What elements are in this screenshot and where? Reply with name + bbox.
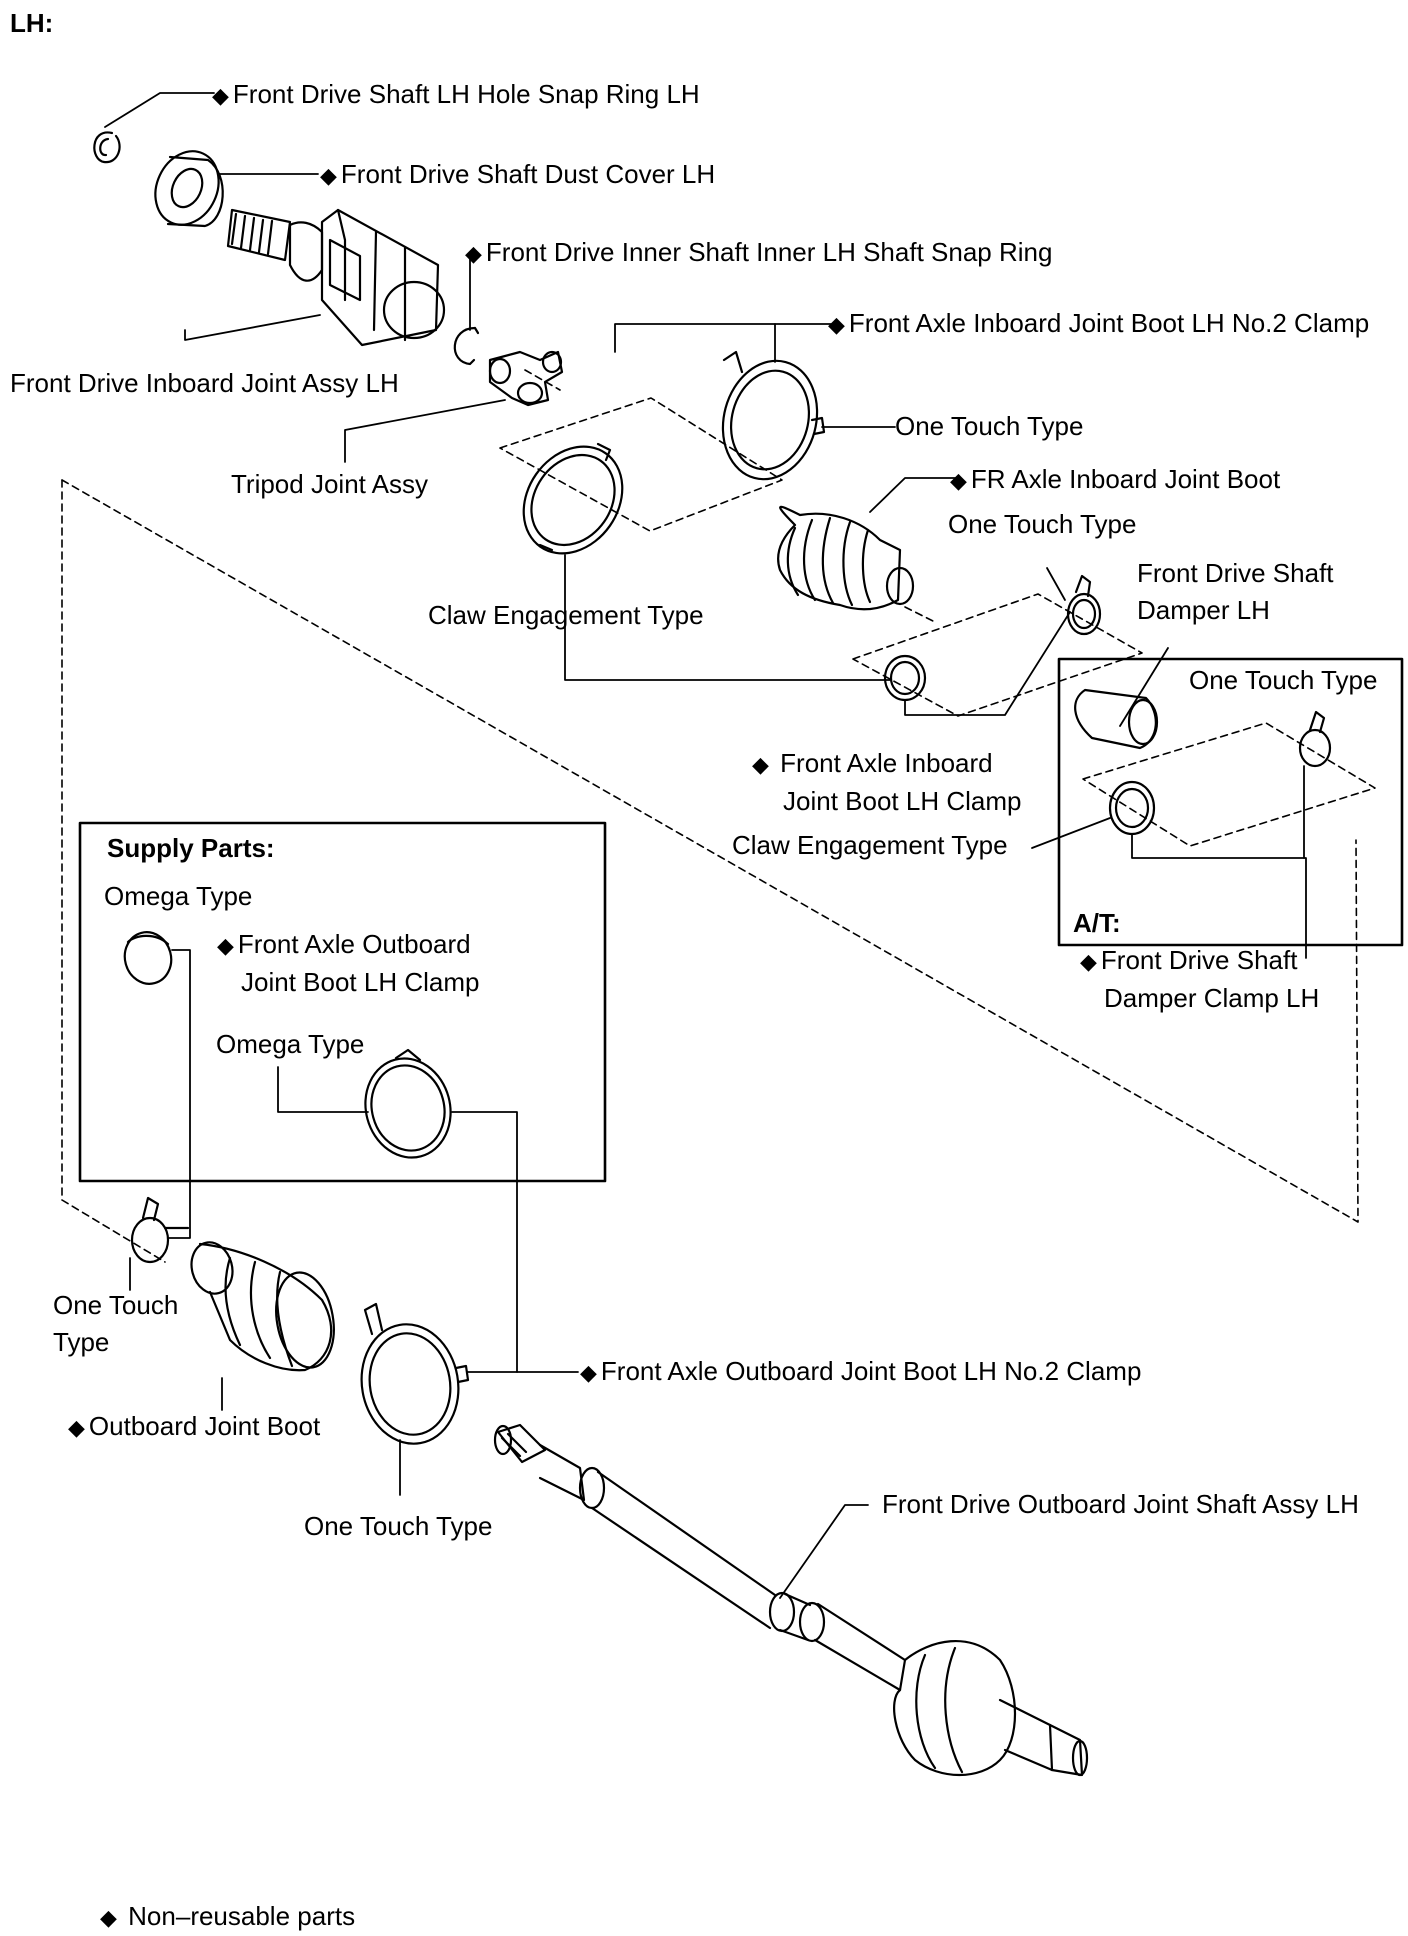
non-reusable-legend-icon: ◆ <box>100 1905 117 1930</box>
outboard-shaft-assy-part <box>493 1423 1089 1777</box>
leader-lines <box>104 92 1307 1599</box>
outboard-joint-boot-part <box>190 1241 335 1372</box>
at-box-title: A/T: <box>1073 908 1121 938</box>
tripod-joint-part <box>488 350 564 407</box>
dashed-guide-lines <box>61 369 1376 1263</box>
inner-snap-ring-part <box>453 326 480 366</box>
label-hole-snap-ring-text: Front Drive Shaft LH Hole Snap Ring LH <box>232 79 700 109</box>
label-inboard-clamp-line1-text: Front Axle Inboard <box>780 748 993 778</box>
label-claw-engagement-1: Claw Engagement Type <box>428 600 704 630</box>
label-one-touch-4-line1: One Touch <box>53 1290 179 1320</box>
label-claw-engagement-2: Claw Engagement Type <box>732 830 1008 860</box>
legend-text: Non–reusable parts <box>128 1901 356 1931</box>
label-inboard-no2-clamp: ◆Front Axle Inboard Joint Boot LH No.2 C… <box>828 305 1369 343</box>
label-inner-shaft-snap-ring-text: Front Drive Inner Shaft Inner LH Shaft S… <box>485 237 1053 267</box>
outboard-no2-one-touch-clamp-part <box>360 1302 470 1445</box>
label-outboard-clamp-line1-text: Front Axle Outboard <box>237 929 471 959</box>
label-one-touch-3: One Touch Type <box>1189 665 1378 695</box>
label-omega-2: Omega Type <box>216 1029 365 1059</box>
label-outboard-clamp: ◆Front Axle Outboard Joint Boot LH Clamp <box>217 926 479 1001</box>
inboard-no2-claw-clamp-part <box>522 442 624 555</box>
label-damper: Front Drive Shaft Damper LH <box>1137 555 1334 629</box>
supply-parts-box <box>78 821 607 1183</box>
label-one-touch-4-line2: Type <box>53 1327 110 1357</box>
inboard-joint-assy-part <box>226 208 446 347</box>
label-damper-clamp: ◆Front Drive Shaft Damper Clamp LH <box>1080 942 1319 1017</box>
label-one-touch-5: One Touch Type <box>304 1511 493 1541</box>
label-one-touch-4: One Touch Type <box>53 1287 178 1361</box>
label-damper-clamp-line1: ◆Front Drive Shaft <box>1080 942 1319 980</box>
fr-axle-inboard-boot-part <box>777 505 915 611</box>
supply-parts-title: Supply Parts: <box>107 833 275 863</box>
inboard-no2-one-touch-clamp-part <box>721 350 826 481</box>
omega-clamp-small-part <box>123 931 173 985</box>
label-inboard-clamp-line1: ◆ Front Axle Inboard <box>752 745 1021 783</box>
one-touch-clamp-small-part <box>1066 574 1102 636</box>
label-one-touch-1: One Touch Type <box>895 411 1084 441</box>
outboard-one-touch-clamp-small-part <box>130 1196 190 1264</box>
damper-part <box>1074 688 1159 750</box>
label-damper-line1: Front Drive Shaft <box>1137 558 1334 588</box>
label-damper-clamp-line1-text: Front Drive Shaft <box>1100 945 1298 975</box>
label-dust-cover-text: Front Drive Shaft Dust Cover LH <box>340 159 716 189</box>
damper-claw-clamp-part <box>1108 780 1156 836</box>
non-reusable-marker-icon: ◆ <box>950 468 967 493</box>
hole-snap-ring-part <box>93 131 121 164</box>
inboard-clamp-claw-small-part <box>883 654 927 702</box>
label-inboard-joint-assy: Front Drive Inboard Joint Assy LH <box>10 368 399 398</box>
non-reusable-marker-icon: ◆ <box>1080 949 1097 974</box>
label-hole-snap-ring: ◆Front Drive Shaft LH Hole Snap Ring LH <box>212 76 700 114</box>
label-inner-shaft-snap-ring: ◆Front Drive Inner Shaft Inner LH Shaft … <box>465 234 1052 272</box>
label-dust-cover: ◆Front Drive Shaft Dust Cover LH <box>320 156 715 194</box>
label-inboard-clamp-line2: Joint Boot LH Clamp <box>783 786 1022 816</box>
dust-cover-part <box>154 150 224 228</box>
non-reusable-marker-icon: ◆ <box>580 1360 597 1385</box>
legend: ◆ Non–reusable parts <box>100 1898 355 1936</box>
label-fr-axle-inboard-boot: ◆FR Axle Inboard Joint Boot <box>950 461 1280 499</box>
label-damper-clamp-line2: Damper Clamp LH <box>1104 983 1320 1013</box>
non-reusable-marker-icon: ◆ <box>752 752 769 777</box>
non-reusable-marker-icon: ◆ <box>465 241 482 266</box>
label-outboard-no2-clamp-text: Front Axle Outboard Joint Boot LH No.2 C… <box>600 1356 1142 1386</box>
label-inboard-clamp: ◆ Front Axle Inboard Joint Boot LH Clamp <box>752 745 1021 820</box>
non-reusable-marker-icon: ◆ <box>320 163 337 188</box>
non-reusable-marker-icon: ◆ <box>212 83 229 108</box>
at-box <box>1057 657 1404 947</box>
label-damper-line2: Damper LH <box>1137 595 1270 625</box>
label-outboard-joint-boot: ◆Outboard Joint Boot <box>68 1408 320 1446</box>
omega-clamp-large-part <box>364 1048 452 1159</box>
label-fr-axle-inboard-boot-text: FR Axle Inboard Joint Boot <box>970 464 1281 494</box>
label-one-touch-2: One Touch Type <box>948 509 1137 539</box>
label-outboard-clamp-line2: Joint Boot LH Clamp <box>241 967 480 997</box>
non-reusable-marker-icon: ◆ <box>68 1415 85 1440</box>
non-reusable-marker-icon: ◆ <box>828 312 845 337</box>
label-outboard-no2-clamp: ◆Front Axle Outboard Joint Boot LH No.2 … <box>580 1353 1141 1391</box>
side-label: LH: <box>10 8 54 38</box>
non-reusable-marker-icon: ◆ <box>217 933 234 958</box>
damper-one-touch-clamp-part <box>1298 710 1332 768</box>
label-omega-1: Omega Type <box>104 881 253 911</box>
label-outboard-joint-boot-text: Outboard Joint Boot <box>88 1411 321 1441</box>
label-outboard-shaft-assy: Front Drive Outboard Joint Shaft Assy LH <box>882 1489 1359 1519</box>
label-inboard-no2-clamp-text: Front Axle Inboard Joint Boot LH No.2 Cl… <box>848 308 1370 338</box>
label-tripod-joint: Tripod Joint Assy <box>231 469 429 499</box>
label-outboard-clamp-line1: ◆Front Axle Outboard <box>217 926 479 964</box>
